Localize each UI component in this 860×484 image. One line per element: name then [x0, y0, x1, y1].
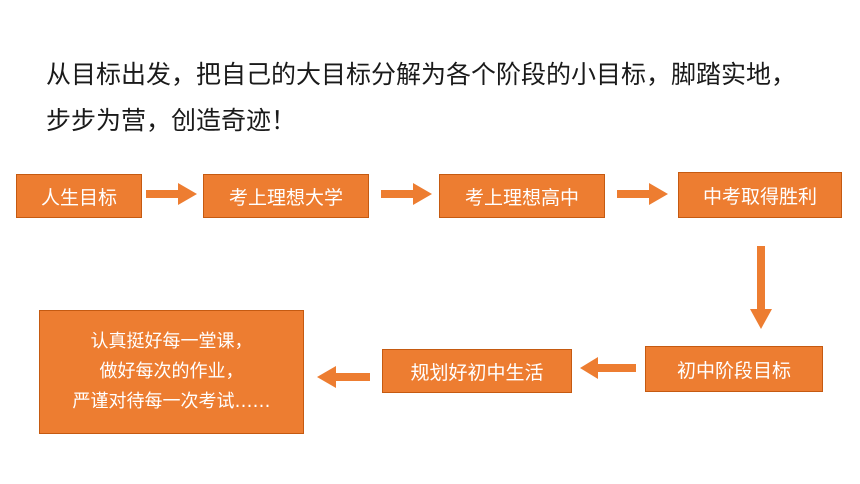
node-life-goal: 人生目标 — [16, 174, 142, 218]
node-life-goal-label: 人生目标 — [40, 186, 117, 209]
intro-line-2: 步步为营，创造奇迹！ — [46, 106, 297, 135]
arrow-down — [750, 246, 772, 329]
node-daily-actions: 认真挺好每一堂课， 做好每次的作业， 严谨对待每一次考试…… — [39, 310, 304, 434]
node-plan-junior-life-label: 规划好初中生活 — [410, 361, 544, 384]
node-ideal-high-school-label: 考上理想高中 — [464, 186, 579, 209]
node-zhongkao-success: 中考取得胜利 — [678, 172, 842, 218]
node-plan-junior-life: 规划好初中生活 — [382, 349, 572, 393]
arrow-left-1 — [580, 357, 636, 379]
arrow-right-2 — [381, 183, 432, 205]
node-junior-stage-goal-label: 初中阶段目标 — [676, 359, 791, 382]
arrow-right-1 — [146, 183, 197, 205]
node-zhongkao-success-label: 中考取得胜利 — [702, 185, 817, 208]
node-junior-stage-goal: 初中阶段目标 — [645, 346, 823, 392]
node-daily-actions-line-3: 严谨对待每一次考试…… — [72, 391, 271, 412]
node-ideal-university: 考上理想大学 — [203, 174, 369, 218]
intro-line-1: 从目标出发，把自己的大目标分解为各个阶段的小目标，脚踏实地， — [46, 60, 797, 89]
arrow-left-2 — [317, 366, 370, 388]
intro-text: 从目标出发，把自己的大目标分解为各个阶段的小目标，脚踏实地， 步步为营，创造奇迹… — [46, 52, 796, 144]
node-daily-actions-line-2: 做好每次的作业， — [99, 361, 244, 382]
node-daily-actions-line-1: 认真挺好每一堂课， — [90, 331, 253, 352]
arrow-right-3 — [617, 183, 668, 205]
node-ideal-high-school: 考上理想高中 — [439, 174, 605, 218]
node-ideal-university-label: 考上理想大学 — [228, 186, 343, 209]
